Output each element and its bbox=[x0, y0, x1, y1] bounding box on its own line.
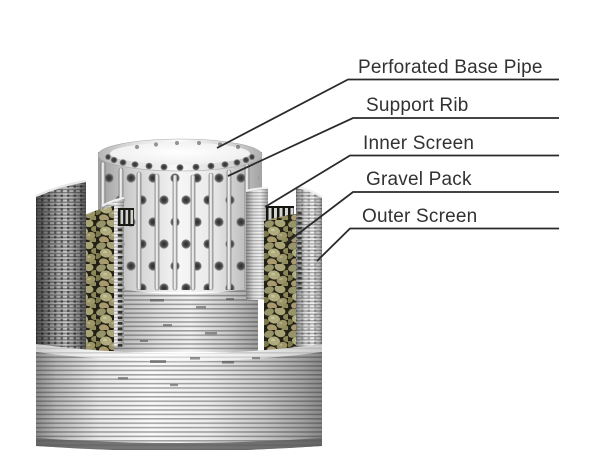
gravel-pack-left bbox=[80, 206, 114, 351]
pipe-opening bbox=[110, 142, 250, 165]
label-inner-screen: Inner Screen bbox=[363, 133, 475, 154]
leader-line-support-rib bbox=[227, 117, 559, 177]
bottom-cylinder-top-highlight bbox=[36, 344, 322, 362]
label-perforated-base-pipe: Perforated Base Pipe bbox=[358, 57, 543, 78]
leader-line-perforated-base-pipe bbox=[216, 78, 559, 149]
outer-screen-body-bottom bbox=[36, 344, 322, 450]
inner-screen-segment-right bbox=[245, 187, 269, 300]
rim-perforations bbox=[105, 154, 255, 171]
gravel-pack-right bbox=[264, 214, 296, 351]
bottom-cylinder-bottom-edge bbox=[36, 438, 322, 450]
label-outer-screen: Outer Screen bbox=[362, 206, 478, 227]
leader-line-outer-screen bbox=[316, 227, 559, 262]
annotation-lines bbox=[216, 78, 559, 262]
support-rib-gap-left bbox=[118, 208, 134, 226]
cylinder-reflection-dashes bbox=[118, 357, 260, 387]
leader-line-inner-screen bbox=[264, 154, 559, 208]
leader-line-gravel-pack bbox=[285, 191, 559, 244]
outer-screen-segment-right bbox=[295, 185, 323, 351]
rim-back-perforations bbox=[134, 140, 241, 150]
inner-screen-lower-band bbox=[108, 287, 258, 352]
label-support-rib: Support Rib bbox=[366, 95, 469, 116]
band-reflection-dashes bbox=[140, 298, 234, 342]
label-gravel-pack: Gravel Pack bbox=[366, 169, 472, 190]
outer-screen-segment-left bbox=[35, 179, 87, 351]
perforated-base-pipe bbox=[97, 138, 263, 292]
